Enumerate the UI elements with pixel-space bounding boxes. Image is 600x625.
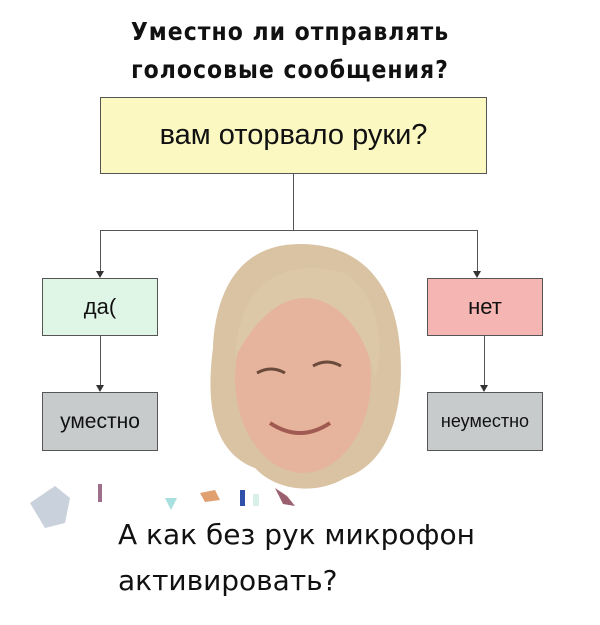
arrow-down-icon xyxy=(96,271,104,278)
no-result-text: неуместно xyxy=(440,411,530,431)
connector-line xyxy=(100,230,101,272)
title-line-2: голосовые сообщения? xyxy=(131,56,449,85)
yes-result-box: уместно xyxy=(42,392,158,451)
arrow-down-icon xyxy=(96,385,104,392)
yes-text: да( xyxy=(83,294,117,319)
caption-line-1: А как без рук микрофон xyxy=(118,518,475,551)
arrow-down-icon xyxy=(480,385,488,392)
connector-line xyxy=(477,230,478,272)
arrow-down-icon xyxy=(473,271,481,278)
title-line-1: Уместно ли отправлять xyxy=(130,18,450,47)
question-text: вам оторвало руки? xyxy=(159,119,428,151)
no-text: нет xyxy=(468,294,502,319)
yes-box: да( xyxy=(42,278,158,336)
no-box: нет xyxy=(427,278,543,336)
connector-line xyxy=(100,336,101,386)
caption-line-2: активировать? xyxy=(118,564,338,597)
confetti-decoration xyxy=(30,484,295,528)
face-photo xyxy=(210,244,401,489)
connector-line xyxy=(293,174,294,230)
connector-line xyxy=(484,336,485,386)
no-result-box: неуместно xyxy=(427,392,543,451)
question-box: вам оторвало руки? xyxy=(100,97,487,174)
connector-line xyxy=(100,230,478,231)
yes-result-text: уместно xyxy=(60,409,140,433)
